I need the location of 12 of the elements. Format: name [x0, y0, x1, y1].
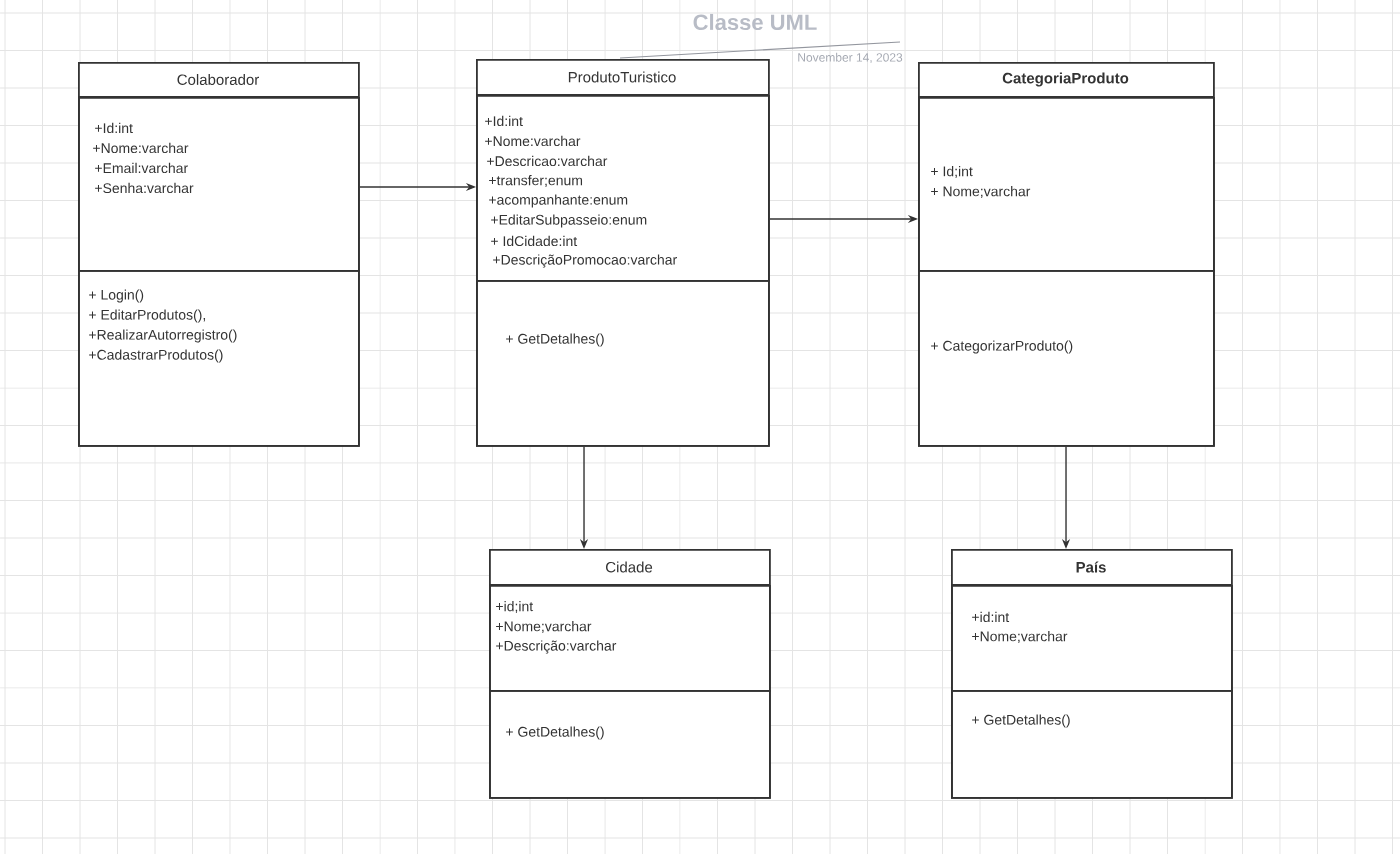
title: Classe UML — [693, 13, 817, 31]
attributes-compartment: + Id;int + Nome;varchar — [918, 97, 1215, 272]
attributes-compartment: +id:int +Nome;varchar — [951, 585, 1233, 692]
methods-compartment: + GetDetalhes() — [476, 280, 770, 447]
attributes-compartment: +Id:int +Nome:varchar +Email:varchar +Senha:varchar — [78, 97, 360, 272]
methods-compartment: + GetDetalhes() — [951, 690, 1233, 799]
attributes-compartment: +Id:int +Nome:varchar +Descricao:varchar +transfer;enum +acompanhante:enum +EditarSubpasseio:enum + IdCidade:int +DescriçãoPromocao:varchar — [476, 95, 770, 282]
methods-compartment: + CategorizarProduto() — [918, 270, 1215, 447]
attributes-compartment: +id;int +Nome;varchar +Descrição:varchar — [489, 585, 771, 692]
date-label: November 14, 2023 — [798, 52, 903, 64]
methods-compartment: + GetDetalhes() — [489, 690, 771, 799]
methods-compartment: + Login() + EditarProdutos(), +RealizarAutorregistro() +CadastrarProdutos() — [78, 270, 360, 447]
